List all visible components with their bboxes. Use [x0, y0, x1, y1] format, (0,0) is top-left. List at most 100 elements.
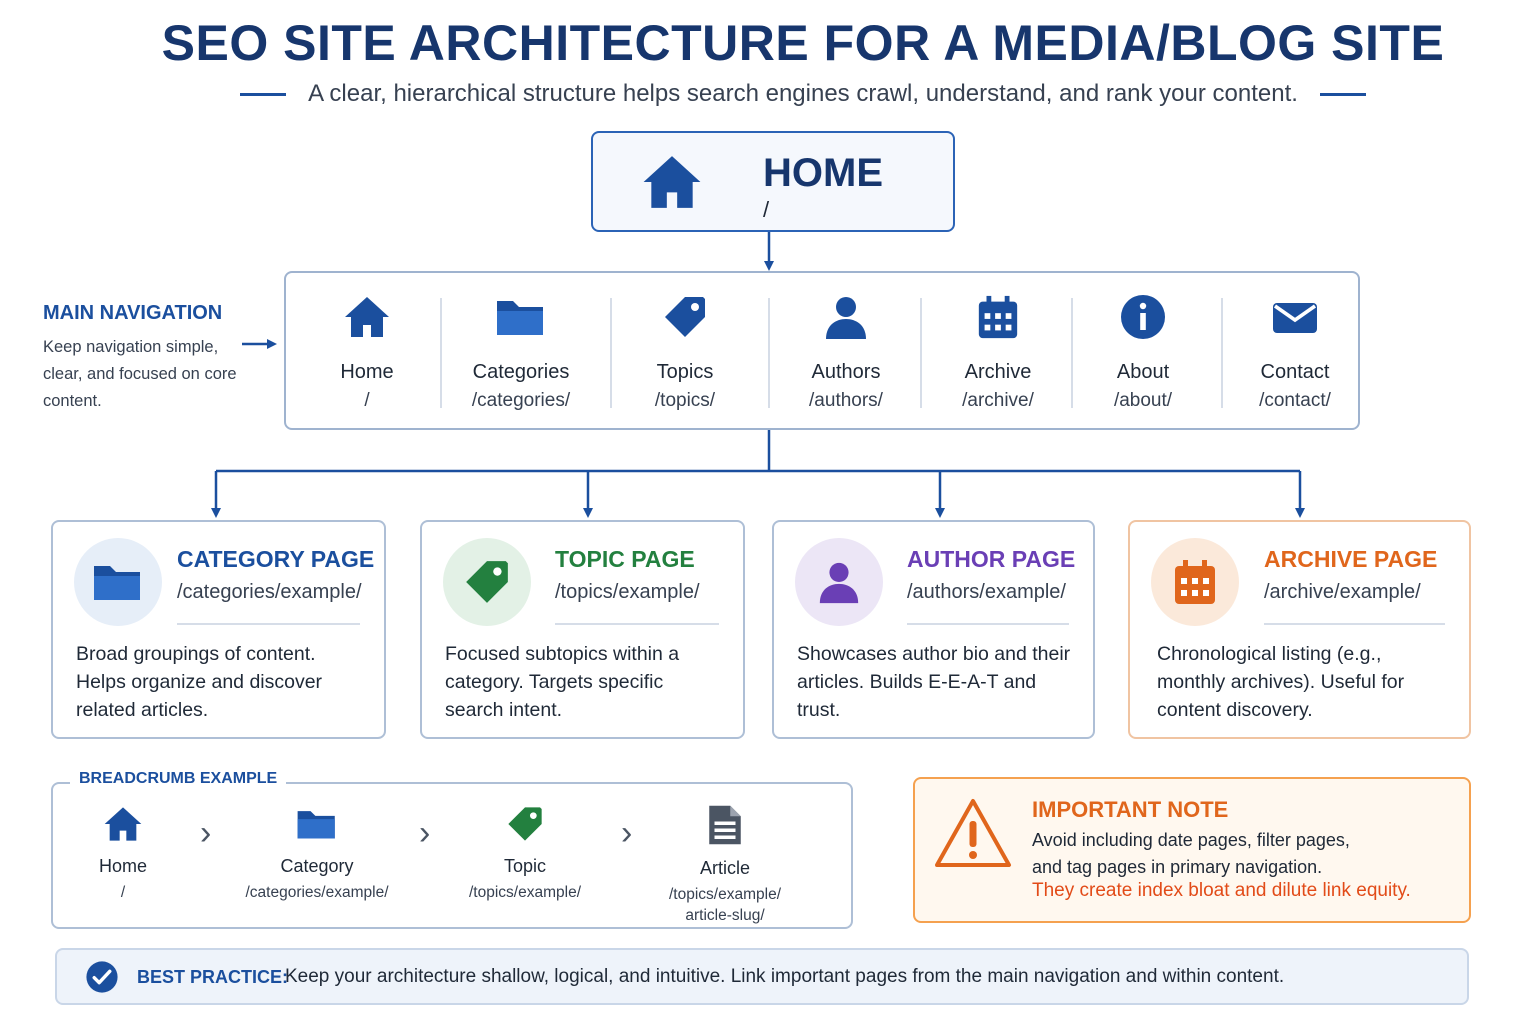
calendar-icon	[1175, 560, 1215, 604]
folder-icon	[297, 811, 335, 839]
important-note-warning: They create index bloat and dilute link …	[1032, 880, 1411, 901]
nav-item-url: /contact/	[1259, 390, 1331, 411]
breadcrumb-label: Category	[280, 856, 354, 876]
card-description: Broad groupings of content. Helps organi…	[76, 643, 323, 721]
nav-item-label: Archive	[964, 361, 1032, 383]
nav-item-url: /about/	[1113, 390, 1173, 411]
nav-item-topics[interactable]: Topics /topics/	[610, 293, 760, 412]
nav-item-url: /topics/	[654, 390, 716, 411]
nav-divider	[920, 298, 922, 408]
nav-item-url: /	[364, 390, 370, 411]
card-url: /authors/example/	[907, 581, 1066, 603]
nav-item-label: Contact	[1260, 361, 1330, 383]
card-description: Focused subtopics within a category. Tar…	[445, 643, 680, 721]
nav-item-categories[interactable]: Categories /categories/	[446, 293, 596, 412]
important-note-text: Avoid including date pages, filter pages…	[1032, 827, 1350, 881]
breadcrumb-url: /categories/example/	[245, 884, 389, 901]
info-icon	[1121, 295, 1165, 339]
warning-icon	[935, 799, 1011, 867]
breadcrumb-label: Article	[699, 858, 750, 878]
card-description: Chronological listing (e.g., monthly arc…	[1157, 643, 1405, 721]
home-title: HOME	[763, 151, 883, 195]
breadcrumb-item-home[interactable]: Home /	[23, 804, 223, 903]
card-title: AUTHOR PAGE	[907, 546, 1076, 572]
archive-icon-circle	[1151, 538, 1239, 626]
folder-icon	[497, 301, 543, 335]
nav-divider	[1221, 298, 1223, 408]
nav-item-label: About	[1116, 361, 1170, 383]
nav-divider	[1071, 298, 1073, 408]
card-divider	[555, 623, 719, 625]
card-divider	[1264, 623, 1445, 625]
nav-item-contact[interactable]: Contact /contact/	[1220, 293, 1370, 412]
user-icon	[826, 297, 866, 339]
document-icon	[709, 805, 741, 845]
subtitle-rule-right	[1319, 93, 1366, 97]
nav-divider	[610, 298, 612, 408]
page-subtitle: A clear, hierarchical structure helps se…	[0, 80, 1536, 108]
nav-item-about[interactable]: About /about/	[1068, 293, 1218, 412]
card-divider	[907, 623, 1069, 625]
home-icon	[643, 156, 701, 208]
breadcrumb-label: Topic	[503, 856, 547, 876]
nav-item-archive[interactable]: Archive /archive/	[923, 293, 1073, 412]
topic-icon-circle	[443, 538, 531, 626]
subtitle-rule-left	[240, 93, 287, 97]
breadcrumb-url: /	[120, 884, 126, 901]
card-title: ARCHIVE PAGE	[1264, 546, 1438, 572]
calendar-icon	[978, 295, 1018, 339]
breadcrumb-item-category[interactable]: Category /categories/example/	[217, 804, 417, 903]
card-divider	[177, 623, 360, 625]
breadcrumb-example: Home / › Category /categories/example/ ›…	[51, 782, 853, 929]
chevron-right-icon: ›	[621, 814, 633, 852]
important-note-title: IMPORTANT NOTE	[1032, 797, 1229, 822]
home-url: /	[763, 197, 770, 222]
nav-item-label: Authors	[811, 361, 881, 383]
chevron-right-icon: ›	[419, 814, 431, 852]
main-navigation-description: Keep navigation simple, clear, and focus…	[43, 338, 237, 410]
page-title: SEO SITE ARCHITECTURE FOR A MEDIA/BLOG S…	[161, 15, 1445, 71]
subtitle-text: A clear, hierarchical structure helps se…	[308, 80, 1298, 107]
breadcrumb-url: /topics/example/	[469, 884, 581, 901]
breadcrumb-url: /topics/example/ article-slug/	[669, 886, 781, 924]
home-node[interactable]: HOME /	[591, 131, 955, 232]
author-icon-circle	[795, 538, 883, 626]
user-icon	[819, 562, 859, 604]
main-navigation-label: MAIN NAVIGATION	[43, 302, 223, 324]
breadcrumb-item-topic[interactable]: Topic /topics/example/	[425, 804, 625, 903]
nav-item-label: Categories	[472, 361, 570, 383]
main-navigation-bar: Home / Categories /categories/ Topics /t…	[284, 271, 1360, 430]
nav-divider	[440, 298, 442, 408]
home-icon	[345, 297, 389, 337]
important-note-line-1: Avoid including date pages, filter pages…	[1032, 830, 1350, 850]
nav-item-url: /archive/	[962, 390, 1034, 411]
nav-item-url: /authors/	[809, 390, 883, 411]
important-note: IMPORTANT NOTE Avoid including date page…	[913, 777, 1471, 923]
nav-item-label: Topics	[656, 361, 714, 383]
category-icon-circle	[74, 538, 162, 626]
category-page-card[interactable]: CATEGORY PAGE /categories/example/ Broad…	[51, 520, 386, 739]
envelope-icon	[1273, 303, 1317, 333]
nav-divider	[768, 298, 770, 408]
nav-item-url: /categories/	[471, 390, 571, 411]
breadcrumb-item-article[interactable]: Article /topics/example/ article-slug/	[625, 804, 825, 926]
best-practice-label: BEST PRACTICE:	[137, 967, 289, 987]
nav-item-authors[interactable]: Authors /authors/	[771, 293, 921, 412]
important-note-line-2: and tag pages in primary navigation.	[1032, 857, 1323, 877]
best-practice-bar: BEST PRACTICE: Keep your architecture sh…	[55, 948, 1469, 1005]
folder-icon	[94, 566, 140, 600]
nav-item-label: Home	[340, 361, 394, 383]
tag-icon	[665, 297, 705, 337]
breadcrumb-example-label: BREADCRUMB EXAMPLE	[70, 770, 287, 788]
topic-page-card[interactable]: TOPIC PAGE /topics/example/ Focused subt…	[420, 520, 745, 739]
chevron-right-icon: ›	[200, 814, 212, 852]
nav-item-home[interactable]: Home /	[292, 293, 442, 412]
author-page-card[interactable]: AUTHOR PAGE /authors/example/ Showcases …	[772, 520, 1095, 739]
card-description: Showcases author bio and their articles.…	[797, 643, 1071, 721]
archive-page-card[interactable]: ARCHIVE PAGE /archive/example/ Chronolog…	[1128, 520, 1471, 739]
tag-icon	[466, 561, 508, 603]
tag-icon	[508, 807, 542, 841]
card-url: /topics/example/	[555, 581, 700, 603]
check-circle-icon	[86, 961, 118, 993]
